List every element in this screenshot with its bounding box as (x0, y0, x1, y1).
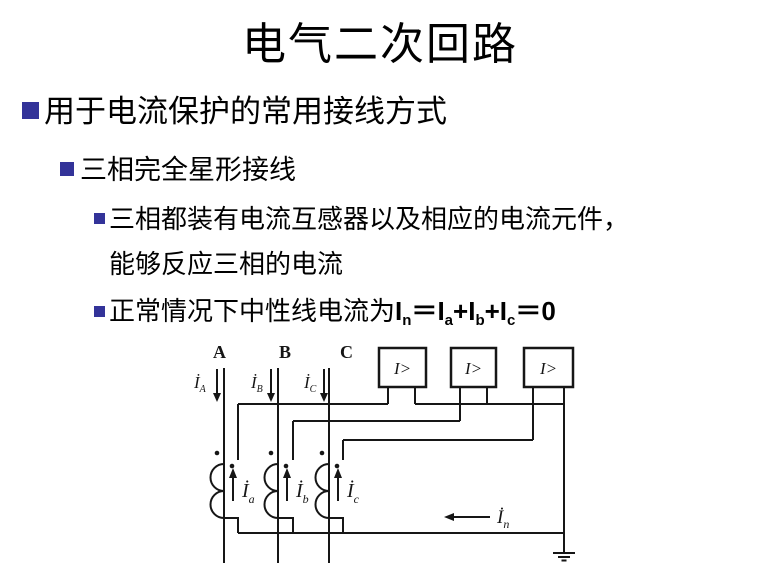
ct-a-polarity-dot (214, 450, 220, 456)
formula-term: I (437, 296, 445, 326)
ic-arrowhead-icon (320, 393, 328, 402)
bullet-level2: 三相完全星形接线 (60, 148, 296, 187)
ct-b-winding (263, 463, 279, 519)
ic-label: İC (303, 373, 317, 395)
ct-a-polarity-dot (229, 463, 235, 469)
phase-a-label: A (213, 342, 226, 362)
bullet-square-icon (94, 213, 105, 224)
formula-prefix: 正常情况下中性线电流为 (109, 297, 396, 326)
formula-operator: ＝ (411, 296, 438, 326)
secondary-wiring (237, 387, 565, 553)
bullet-level3-first: 三相都装有电流互感器以及相应的电流元件， 能够反应三相的电流 (94, 197, 714, 287)
ib-sec-label: İb (295, 479, 309, 506)
bullet-level3-second: 正常情况下中性线电流为In＝Ia+Ib+Ic＝0 (94, 291, 556, 332)
bullet-level3-first-text: 三相都装有电流互感器以及相应的电流元件， 能够反应三相的电流 (109, 197, 629, 287)
ic-sec-arrowhead-icon (334, 468, 342, 478)
ia-sec-arrowhead-icon (229, 468, 237, 478)
formula-subscript: b (475, 312, 485, 329)
ct-c-winding (314, 463, 330, 519)
primary-current-arrows: İA İB İC (193, 369, 328, 402)
neutral-current-formula: In＝Ia+Ib+Ic＝0 (395, 296, 556, 329)
ia-arrowhead-icon (213, 393, 221, 402)
bullet-level2-text: 三相完全星形接线 (80, 155, 296, 185)
ct-b-bottom-stub (278, 517, 294, 533)
slide-title: 电气二次回路 (242, 20, 518, 69)
ct-b-polarity-dot (283, 463, 289, 469)
formula-term: I (499, 296, 508, 326)
ct-c-polarity-dot (319, 450, 325, 456)
relay-boxes: I> I> I> (377, 346, 575, 389)
bullet-level1: 用于电流保护的常用接线方式 (22, 86, 447, 131)
ct-c-polarity-dot (334, 463, 340, 469)
ia-sec-label: İa (241, 479, 255, 506)
ground-icon (553, 552, 575, 562)
in-arrowhead-icon (444, 513, 454, 521)
formula-term: I (395, 296, 403, 326)
relay-1-box (377, 346, 428, 389)
bullet-square-icon (94, 306, 105, 317)
phase-labels: A B C (213, 342, 353, 362)
ib-label: İB (250, 373, 263, 395)
formula-operator: ＝ (515, 296, 542, 326)
relay-2-label: I> (464, 359, 482, 378)
relay-3-box (522, 346, 575, 389)
bullet-square-icon (60, 162, 74, 176)
bullet-level3-second-text: 正常情况下中性线电流为In＝Ia+Ib+Ic＝0 (109, 291, 556, 332)
formula-operator: + (484, 296, 500, 326)
circuit-diagram: A B C İA İB İC I> I> I> (193, 342, 575, 563)
phase-c-label: C (340, 342, 353, 362)
bullet-line2: 能够反应三相的电流 (109, 250, 344, 279)
formula-subscript: a (444, 312, 454, 329)
ic-sec-label: İc (346, 479, 360, 506)
neutral-circuit: İn (238, 507, 575, 562)
phase-lines (223, 368, 330, 563)
relay-2-box (449, 346, 498, 389)
formula-term: I (468, 296, 476, 326)
ct-a-bottom-stub (224, 517, 239, 533)
current-transformers: İa İb İc (209, 450, 360, 533)
relay-3-label: I> (539, 359, 557, 378)
bullet-square-icon (22, 102, 39, 119)
ib-arrowhead-icon (267, 393, 275, 402)
relay-1-label: I> (393, 359, 411, 378)
bullet-line1: 三相都装有电流互感器以及相应的电流元件， (109, 205, 630, 234)
formula-subscript: n (402, 312, 412, 329)
ia-label: İA (193, 373, 207, 395)
formula-operator: + (453, 296, 469, 326)
formula-subscript: c (507, 312, 516, 329)
in-label: İn (496, 507, 509, 531)
formula-term: 0 (541, 296, 556, 326)
ib-sec-arrowhead-icon (283, 468, 291, 478)
bullet-level1-text: 用于电流保护的常用接线方式 (44, 94, 447, 129)
phase-b-label: B (279, 342, 291, 362)
ct-c-bottom-stub (329, 517, 344, 533)
ct-a-winding (209, 463, 225, 519)
ct-b-polarity-dot (268, 450, 274, 456)
